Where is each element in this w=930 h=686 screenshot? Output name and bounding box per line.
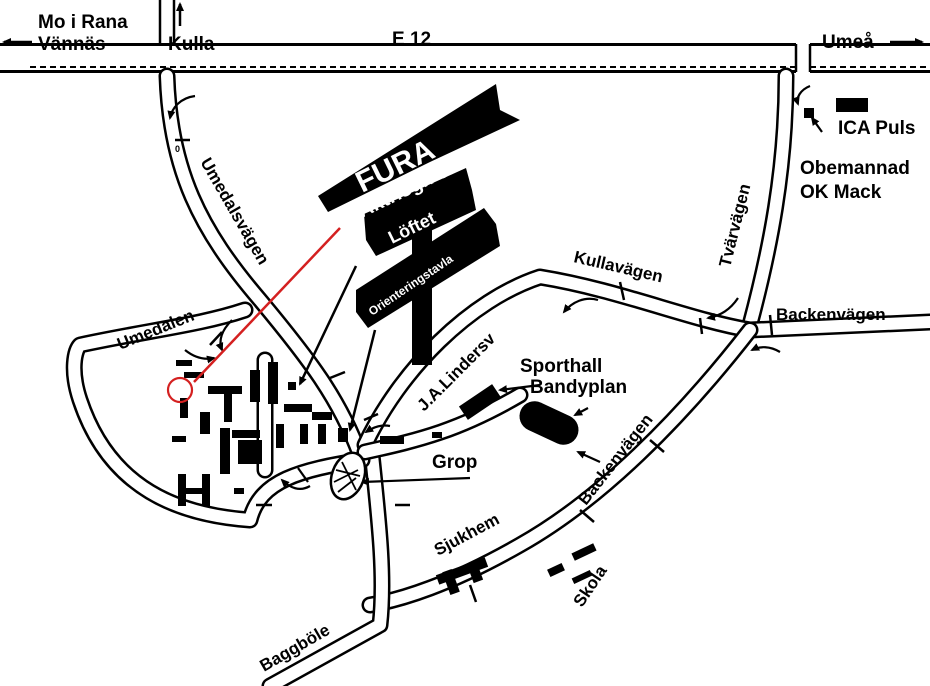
label-umea: Umeå <box>822 32 874 53</box>
building-hospital-complex <box>172 360 442 506</box>
label-ica-puls: ICA Puls <box>838 118 915 139</box>
label-skola: Skola <box>570 562 611 611</box>
sign-loftet <box>364 168 476 256</box>
label-sporthall: Sporthall <box>520 356 602 377</box>
label-vannas: Vännäs <box>38 34 106 55</box>
label-kulla: Kulla <box>168 34 215 55</box>
label-obemannad: Obemannad <box>800 158 910 179</box>
road-network <box>65 67 930 686</box>
buildings <box>172 98 868 595</box>
sign-fura <box>318 84 520 212</box>
label-bandyplan: Bandyplan <box>530 377 627 398</box>
building-bandyplan <box>519 401 579 445</box>
label-mo-i-rana: Mo i Rana <box>38 12 128 33</box>
building-skola <box>547 543 597 584</box>
building-ica <box>836 98 868 112</box>
highway-e12 <box>0 0 930 78</box>
label-grop: Grop <box>432 452 477 473</box>
target-circle-icon <box>166 376 194 404</box>
label-e12: E 12 <box>392 29 431 50</box>
label-ok-mack: OK Mack <box>800 182 882 203</box>
building-ok-mack <box>804 108 814 118</box>
roundabout-label: 0 <box>175 144 180 154</box>
location-marker <box>166 227 341 404</box>
sign-orienteringstavla <box>356 208 500 328</box>
road-ticks <box>175 138 774 603</box>
top-labels: Mo i Rana Vännäs Kulla E 12 Umeå <box>2 2 924 55</box>
grop-pit <box>329 451 367 501</box>
label-backenvagen-east: Backenvägen <box>776 305 886 324</box>
label-tvarvagen: Tvärvägen <box>715 182 754 269</box>
building-sporthall <box>458 384 502 420</box>
direction-arrows <box>167 84 823 490</box>
building-sjukhem <box>435 557 489 595</box>
